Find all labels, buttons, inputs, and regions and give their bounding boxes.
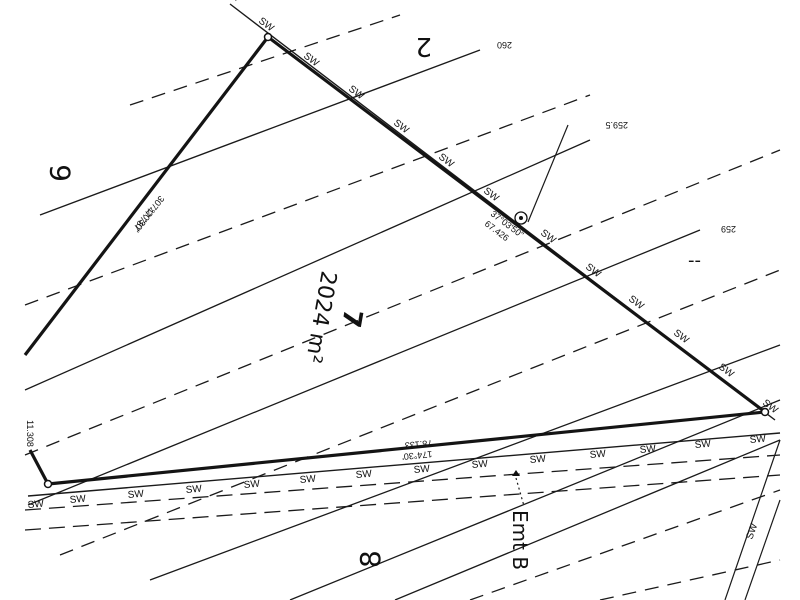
contour-line [24,149,781,456]
contour-line [24,94,591,306]
survey-peg [43,479,53,489]
sewer-label: SW [301,51,321,70]
easement-leader [515,477,525,507]
contour-line-260 [39,49,481,216]
sewer-label: SW [256,16,276,35]
sewer-label: SW [355,469,373,481]
contour-line [289,399,781,600]
contour-line [599,559,781,600]
easement-line [744,499,781,600]
sewer-labels-south: SW SW SW SW SW SW SW SW SW SW SW SW SW S… [27,434,767,541]
easement-arrow-icon [512,470,520,476]
contour-line-259-5 [24,139,591,391]
survey-peg [760,407,770,417]
boundary-north-west [23,36,270,356]
contour-line [394,439,781,600]
easement-line [24,474,781,531]
boundary-south [47,410,766,486]
contour-line-259 [27,229,701,506]
neighbour-lot-2: 2 [415,31,432,61]
boundary-north-east [267,35,766,414]
lot-boundary [23,32,770,489]
leader-line [527,124,569,223]
contour-lines [24,0,781,600]
sewer-label: SW [529,454,547,466]
neighbour-lot-6: 6 [44,164,77,182]
sewer-label: SW [243,479,261,491]
dash-mark: -- [688,250,701,271]
sewer-junction-icon [514,211,528,225]
distance-west: 11.308 [25,420,35,447]
sewer-label: SW [299,474,317,486]
sewer-label: SW [749,434,767,446]
sewer-line [27,432,781,497]
contour-label-259: 259 [721,224,736,234]
sewer-label: SW [127,489,145,501]
sewer-label: SW [27,499,45,511]
contour-line [149,344,781,581]
contour-label-260: 260 [497,40,512,50]
lot-area: 2024 m² [300,269,341,365]
sewer-label: SW [413,464,431,476]
boundary-west [28,449,50,485]
contour-line [469,489,781,600]
sewer-label: SW [185,484,203,496]
easement-line [24,454,781,511]
bearing-south: 174°30' [401,449,432,462]
contour-line [129,14,401,106]
distance-south: 78.133 [404,438,432,451]
lot-number: 7 [335,307,368,330]
survey-peg [263,32,273,42]
contour-label-259-5: 259.5 [605,120,628,130]
sewer-label: SW [639,444,657,456]
sewer-label: SW [69,494,87,506]
easement-label: Emt B [508,510,532,570]
neighbour-lot-8: 8 [354,550,387,568]
sewer-label: SW [744,522,760,541]
contour-line [59,269,781,556]
sewer-label: SW [471,459,489,471]
sewer-label: SW [589,449,607,461]
sewer-label: SW [694,439,712,451]
easement-line [724,439,781,600]
